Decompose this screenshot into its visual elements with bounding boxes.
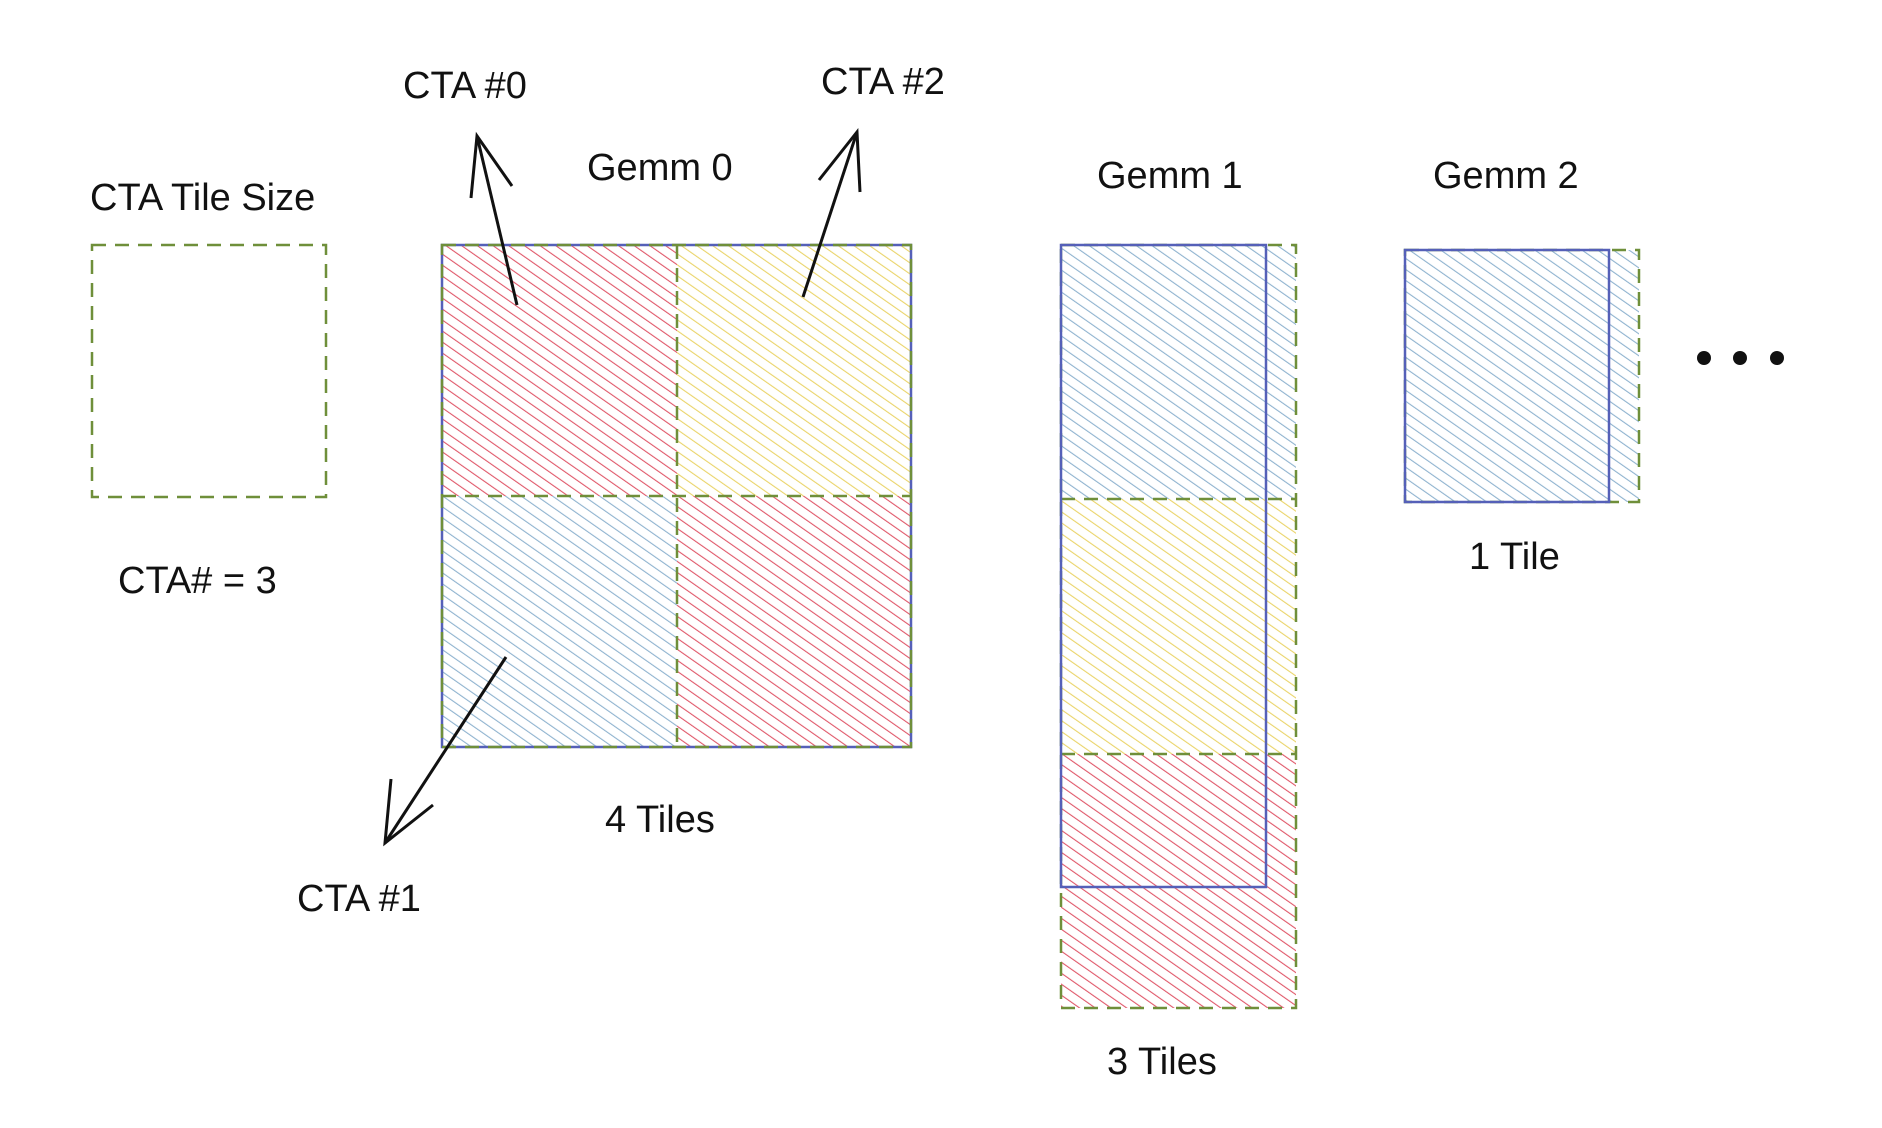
cta-0-label: CTA #0 xyxy=(403,65,527,107)
gemm-0-title: Gemm 0 xyxy=(587,147,733,189)
gemm-0-tile-cta-0-second xyxy=(677,496,911,747)
cta-tile-size-label: CTA Tile Size xyxy=(90,177,315,219)
gemm-2-matrix-outline xyxy=(1403,248,1611,504)
gemm-0-tile-grid-outline xyxy=(440,243,913,749)
cta-2-label: CTA #2 xyxy=(821,61,945,103)
gemm-1-matrix-outline xyxy=(1059,243,1268,889)
cta-0-arrow xyxy=(469,131,519,306)
gemm-0-tiles-label: 4 Tiles xyxy=(605,799,715,841)
gemm-2-tile-cta-1 xyxy=(1405,250,1639,502)
cta-1-arrow xyxy=(383,656,508,847)
gemm-2-matrix: Gemm 2 1 Tile xyxy=(1403,155,1641,578)
gemm-2-title: Gemm 2 xyxy=(1433,155,1579,197)
more-gemms-ellipsis xyxy=(1697,351,1784,365)
gemm-2-tiles-label: 1 Tile xyxy=(1469,536,1560,578)
gemm-0-tile-cta-2 xyxy=(677,245,911,496)
gemm-0-tile-cta-0 xyxy=(442,245,677,496)
gemm-1-tile-cta-1 xyxy=(1061,245,1296,499)
gemm-1-title: Gemm 1 xyxy=(1097,155,1243,197)
gemm-1-tile-cta-2 xyxy=(1061,499,1296,754)
cta-2-arrow xyxy=(801,127,862,298)
cta-tile-size-legend: CTA Tile Size CTA# = 3 xyxy=(90,177,328,602)
gemm-1-matrix: Gemm 1 3 Tiles xyxy=(1059,155,1298,1083)
cta-tile-size-box xyxy=(90,243,328,499)
gemm-1-tiles-label: 3 Tiles xyxy=(1107,1041,1217,1083)
gemm-0-matrix: Gemm 0 4 Tiles xyxy=(440,147,913,841)
cta-1-label: CTA #1 xyxy=(297,878,421,920)
gemm-1-tile-cta-0 xyxy=(1061,754,1296,1008)
cta-count-label: CTA# = 3 xyxy=(118,560,277,602)
gemm-0-tile-cta-1 xyxy=(442,496,677,747)
